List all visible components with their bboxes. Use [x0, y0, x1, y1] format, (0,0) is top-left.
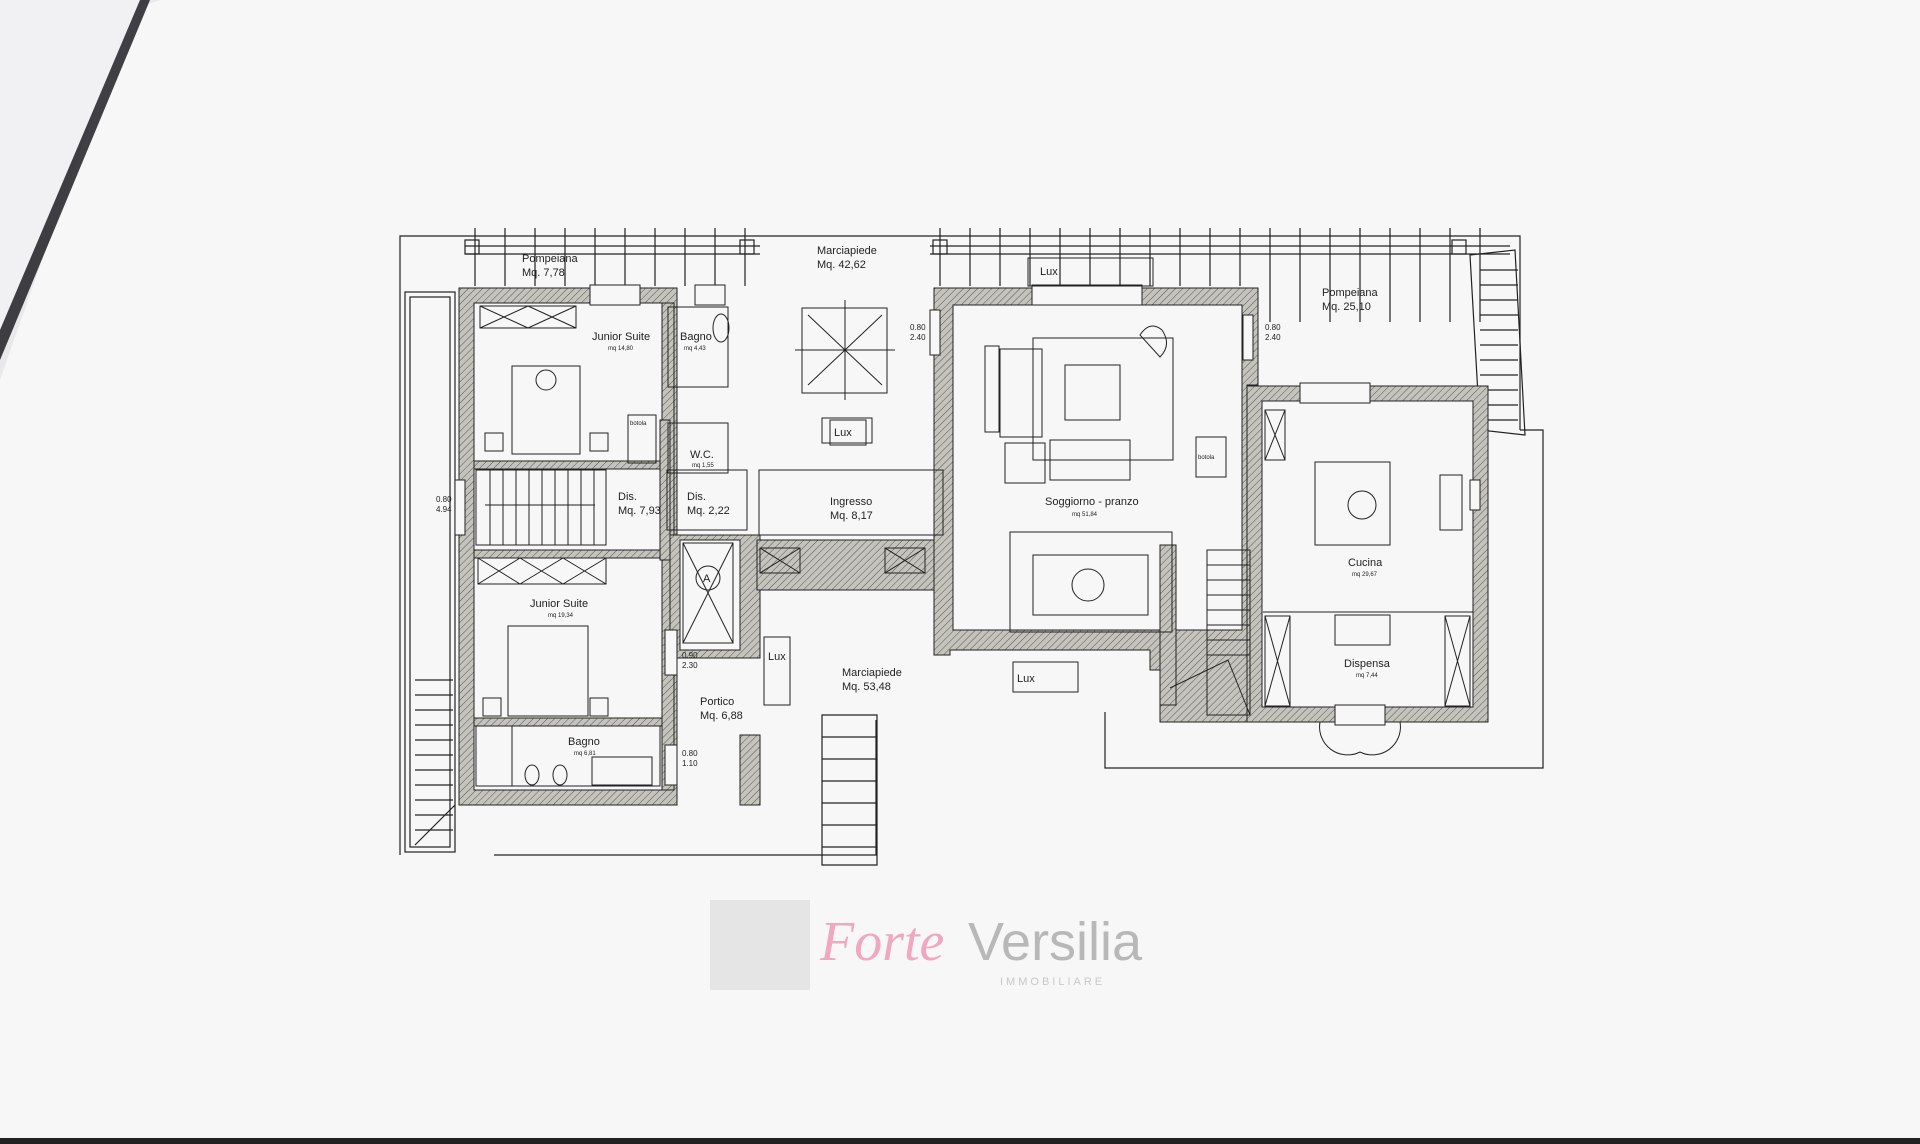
dim-right-height: 2.40 [1265, 333, 1281, 342]
label-ingresso: Ingresso [830, 496, 872, 508]
lux-label-top: Lux [1040, 266, 1058, 278]
furniture [475, 257, 1473, 787]
label-bagno-bottom: Bagno [568, 736, 600, 748]
openings [454, 284, 1481, 786]
dim-portico-door-height: 2.30 [682, 661, 698, 670]
dim-top-height: 2.40 [910, 333, 926, 342]
dim-top-width: 0.80 [910, 323, 926, 332]
bottom-edge [0, 1138, 1920, 1144]
dim-portico-door-width: 0.90 [682, 651, 698, 660]
dim-right-width: 0.80 [1265, 323, 1281, 332]
area-junior-suite-bottom: mq 19,34 [548, 613, 574, 619]
area-bagno-top: mq 4,43 [684, 346, 706, 352]
dim-portico-window-width: 0.80 [682, 749, 698, 758]
lux-label-center: Lux [834, 427, 852, 439]
label-pompeiana-left: Pompeiana [522, 253, 579, 265]
watermark-brand-a: Forte [819, 911, 944, 973]
area-dis-right: Mq. 2,22 [687, 505, 730, 517]
area-bagno-bottom: mq 6,81 [574, 751, 596, 757]
watermark-sub: IMMOBILIARE [1000, 976, 1105, 988]
area-junior-suite-top: mq 14,80 [608, 346, 634, 352]
area-marciapiede-top: Mq. 42,62 [817, 259, 866, 271]
dim-left-width: 0.80 [436, 495, 452, 504]
label-marciapiede-top: Marciapiede [817, 245, 877, 257]
label-portico: Portico [700, 696, 734, 708]
label-wc: W.C. [690, 449, 714, 461]
area-wc: mq 1,55 [692, 463, 714, 469]
elevator-label: A [703, 573, 711, 585]
label-dispensa: Dispensa [1344, 658, 1391, 670]
area-dispensa: mq 7,44 [1356, 673, 1378, 679]
label-junior-suite-top: Junior Suite [592, 331, 650, 343]
area-pompeiana-right: Mq. 25,10 [1322, 301, 1371, 313]
label-dis-left: Dis. [618, 491, 637, 503]
watermark-logo-box [710, 900, 810, 990]
area-soggiorno: mq 51,84 [1072, 512, 1098, 518]
label-soggiorno: Soggiorno - pranzo [1045, 496, 1139, 508]
label-marciapiede-bottom: Marciapiede [842, 667, 902, 679]
area-cucina: mq 29,67 [1352, 572, 1378, 578]
watermark: Forte Versilia IMMOBILIARE [710, 900, 1143, 990]
area-pompeiana-left: Mq. 7,78 [522, 267, 565, 279]
area-marciapiede-bottom: Mq. 53,48 [842, 681, 891, 693]
lux-label-portico: Lux [768, 651, 786, 663]
lux-label-bottom: Lux [1017, 673, 1035, 685]
label-bagno-top: Bagno [680, 331, 712, 343]
label-dis-right: Dis. [687, 491, 706, 503]
walls [458, 287, 1489, 806]
dim-left-height: 4.94 [436, 505, 452, 514]
label-pompeiana-right: Pompeiana [1322, 287, 1379, 299]
plan-lines [399, 228, 1544, 866]
botola-label-suite: botola [630, 421, 647, 427]
site-outline-bottom [494, 720, 877, 856]
site-outline-right [1104, 429, 1544, 769]
label-junior-suite-bottom: Junior Suite [530, 598, 588, 610]
watermark-brand-b: Versilia [968, 912, 1143, 972]
area-ingresso: Mq. 8,17 [830, 510, 873, 522]
botola-label-living: botola [1198, 455, 1215, 461]
paper-corner-inner [0, 0, 140, 330]
area-dis-left: Mq. 7,93 [618, 505, 661, 517]
area-portico: Mq. 6,88 [700, 710, 743, 722]
dim-portico-window-height: 1.10 [682, 759, 698, 768]
room-labels: Pompeiana Mq. 7,78 Marciapiede Mq. 42,62… [436, 245, 1391, 768]
label-cucina: Cucina [1348, 557, 1383, 569]
